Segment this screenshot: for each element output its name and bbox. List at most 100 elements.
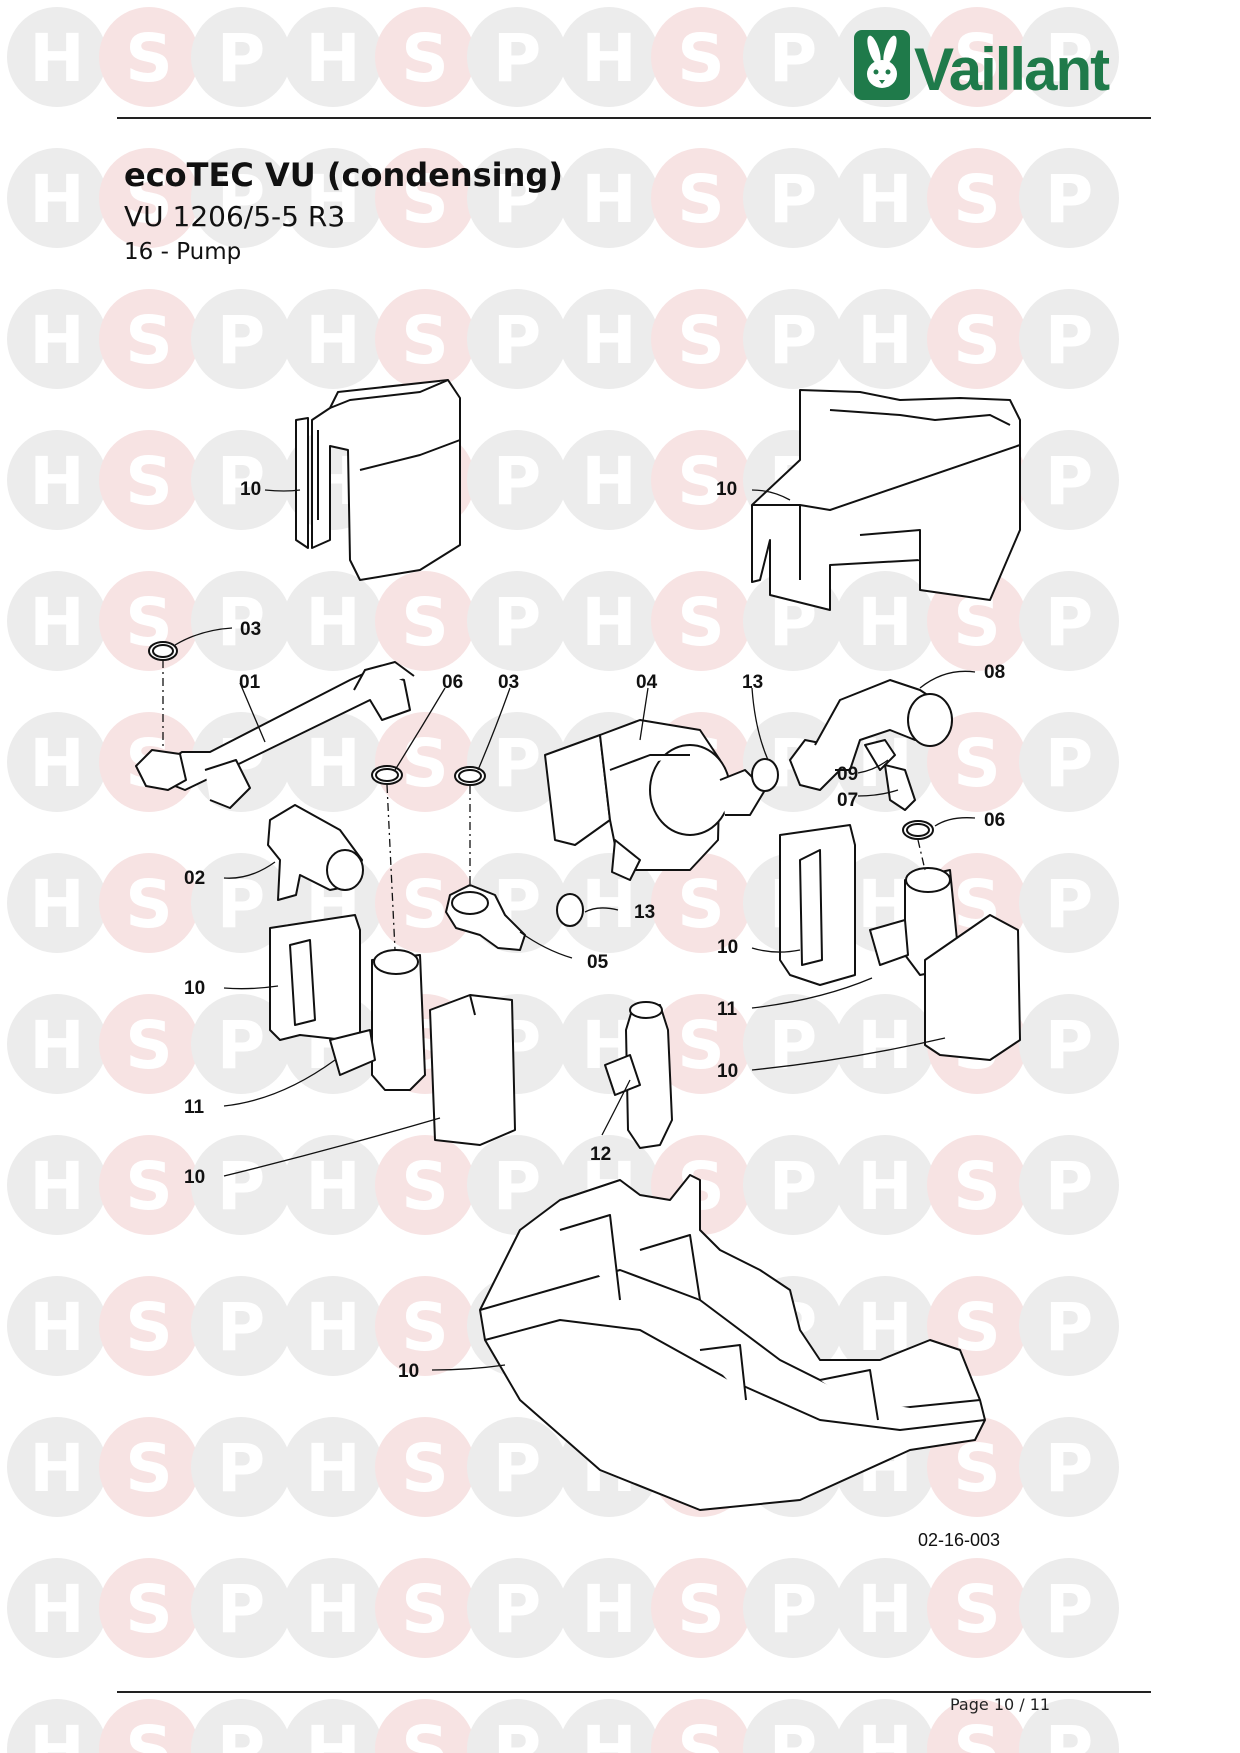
section-title: 16 - Pump [124, 239, 242, 265]
callout-13: 13 [742, 672, 763, 693]
watermark-disc: P [191, 571, 291, 671]
watermark-disc: H [283, 148, 383, 248]
watermark-disc: S [99, 1558, 199, 1658]
callout-03: 03 [498, 672, 519, 693]
watermark-letter: H [581, 302, 636, 379]
watermark-letter: S [125, 866, 173, 943]
watermark-disc: S [651, 7, 751, 107]
watermark-disc: H [283, 1699, 383, 1753]
watermark-disc: H [835, 1699, 935, 1753]
watermark-disc: S [375, 148, 475, 248]
watermark-letter: P [217, 1712, 265, 1753]
hare-head-icon [867, 35, 897, 88]
watermark-disc: P [1019, 994, 1119, 1094]
watermark-disc: H [835, 571, 935, 671]
watermark-letter: P [217, 1148, 265, 1225]
callout-06: 06 [442, 672, 463, 693]
watermark-disc: S [99, 1276, 199, 1376]
watermark-letter: S [401, 302, 449, 379]
watermark-disc: P [1019, 7, 1119, 107]
watermark-letter: H [305, 302, 360, 379]
watermark-disc: H [7, 1276, 107, 1376]
watermark-letter: P [493, 1712, 541, 1753]
watermark-letter: H [857, 1007, 912, 1084]
watermark-letter: S [125, 1148, 173, 1225]
watermark-letter: S [125, 443, 173, 520]
watermark-letter: P [493, 725, 541, 802]
watermark-letter: H [305, 584, 360, 661]
watermark-disc: H [283, 571, 383, 671]
watermark-letter: P [493, 1148, 541, 1225]
watermark-letter: P [769, 1712, 817, 1753]
watermark-letter: S [953, 725, 1001, 802]
watermark-disc: H [7, 571, 107, 671]
watermark-disc: S [99, 1135, 199, 1235]
watermark-letter: H [29, 20, 84, 97]
watermark-disc: S [375, 7, 475, 107]
watermark-letter: P [1045, 1571, 1093, 1648]
drain-valve-07 [884, 764, 916, 811]
watermark-disc: S [375, 289, 475, 389]
watermark-letter: S [401, 1571, 449, 1648]
watermark-letter: S [953, 1148, 1001, 1225]
watermark-letter: P [217, 1007, 265, 1084]
watermark-letter: H [305, 1148, 360, 1225]
watermark-disc: P [191, 148, 291, 248]
watermark-letter: H [857, 1712, 912, 1753]
watermark-disc: P [1019, 853, 1119, 953]
watermark-disc: P [743, 1699, 843, 1753]
watermark-letter: H [581, 443, 636, 520]
watermark-disc: P [191, 430, 291, 530]
watermark-letter: P [1045, 20, 1093, 97]
watermark-letter: S [677, 1007, 725, 1084]
watermark-letter: P [217, 443, 265, 520]
watermark-letter: P [493, 1571, 541, 1648]
callout-06: 06 [984, 810, 1005, 831]
watermark-disc: S [99, 1699, 199, 1753]
watermark-disc: P [467, 571, 567, 671]
watermark-letter: S [401, 1289, 449, 1366]
watermark-disc: H [7, 430, 107, 530]
watermark-letter: P [1045, 302, 1093, 379]
watermark-disc: H [7, 289, 107, 389]
watermark-letter: P [1045, 1289, 1093, 1366]
watermark-disc: S [651, 289, 751, 389]
callout-10: 10 [717, 937, 738, 958]
watermark-disc: P [467, 1699, 567, 1753]
watermark-letter: H [581, 20, 636, 97]
watermark-disc: S [99, 430, 199, 530]
callout-12: 12 [590, 1144, 611, 1165]
watermark-letter: P [217, 161, 265, 238]
watermark-letter: S [677, 20, 725, 97]
watermark-disc: H [7, 1135, 107, 1235]
watermark-disc: P [743, 7, 843, 107]
watermark-disc: H [559, 7, 659, 107]
insulation-shell-mid-left [269, 914, 361, 1041]
watermark-letter: S [677, 161, 725, 238]
watermark-letter: P [769, 1571, 817, 1648]
watermark-disc: P [1019, 571, 1119, 671]
insulation-shell-lower-center [429, 994, 516, 1146]
watermark-letter: P [217, 302, 265, 379]
insulation-shell-lower-right [924, 914, 1021, 1061]
watermark-letter: S [677, 302, 725, 379]
watermark-letter: S [401, 1430, 449, 1507]
watermark-disc: P [1019, 148, 1119, 248]
watermark-letter: P [493, 1430, 541, 1507]
watermark-disc: P [467, 1558, 567, 1658]
watermark-disc: H [7, 853, 107, 953]
watermark-disc: H [835, 289, 935, 389]
assembly-axes [162, 660, 926, 951]
footer-rule [117, 1691, 1151, 1693]
watermark-disc: P [1019, 1558, 1119, 1658]
watermark-disc: P [191, 289, 291, 389]
watermark-letter: H [857, 161, 912, 238]
watermark-disc: P [1019, 712, 1119, 812]
callout-04: 04 [636, 672, 658, 693]
watermark-disc: H [559, 1699, 659, 1753]
watermark-letter: H [29, 161, 84, 238]
pipe-01 [135, 661, 415, 809]
watermark-letter: S [125, 1289, 173, 1366]
watermark-disc: P [467, 1135, 567, 1235]
